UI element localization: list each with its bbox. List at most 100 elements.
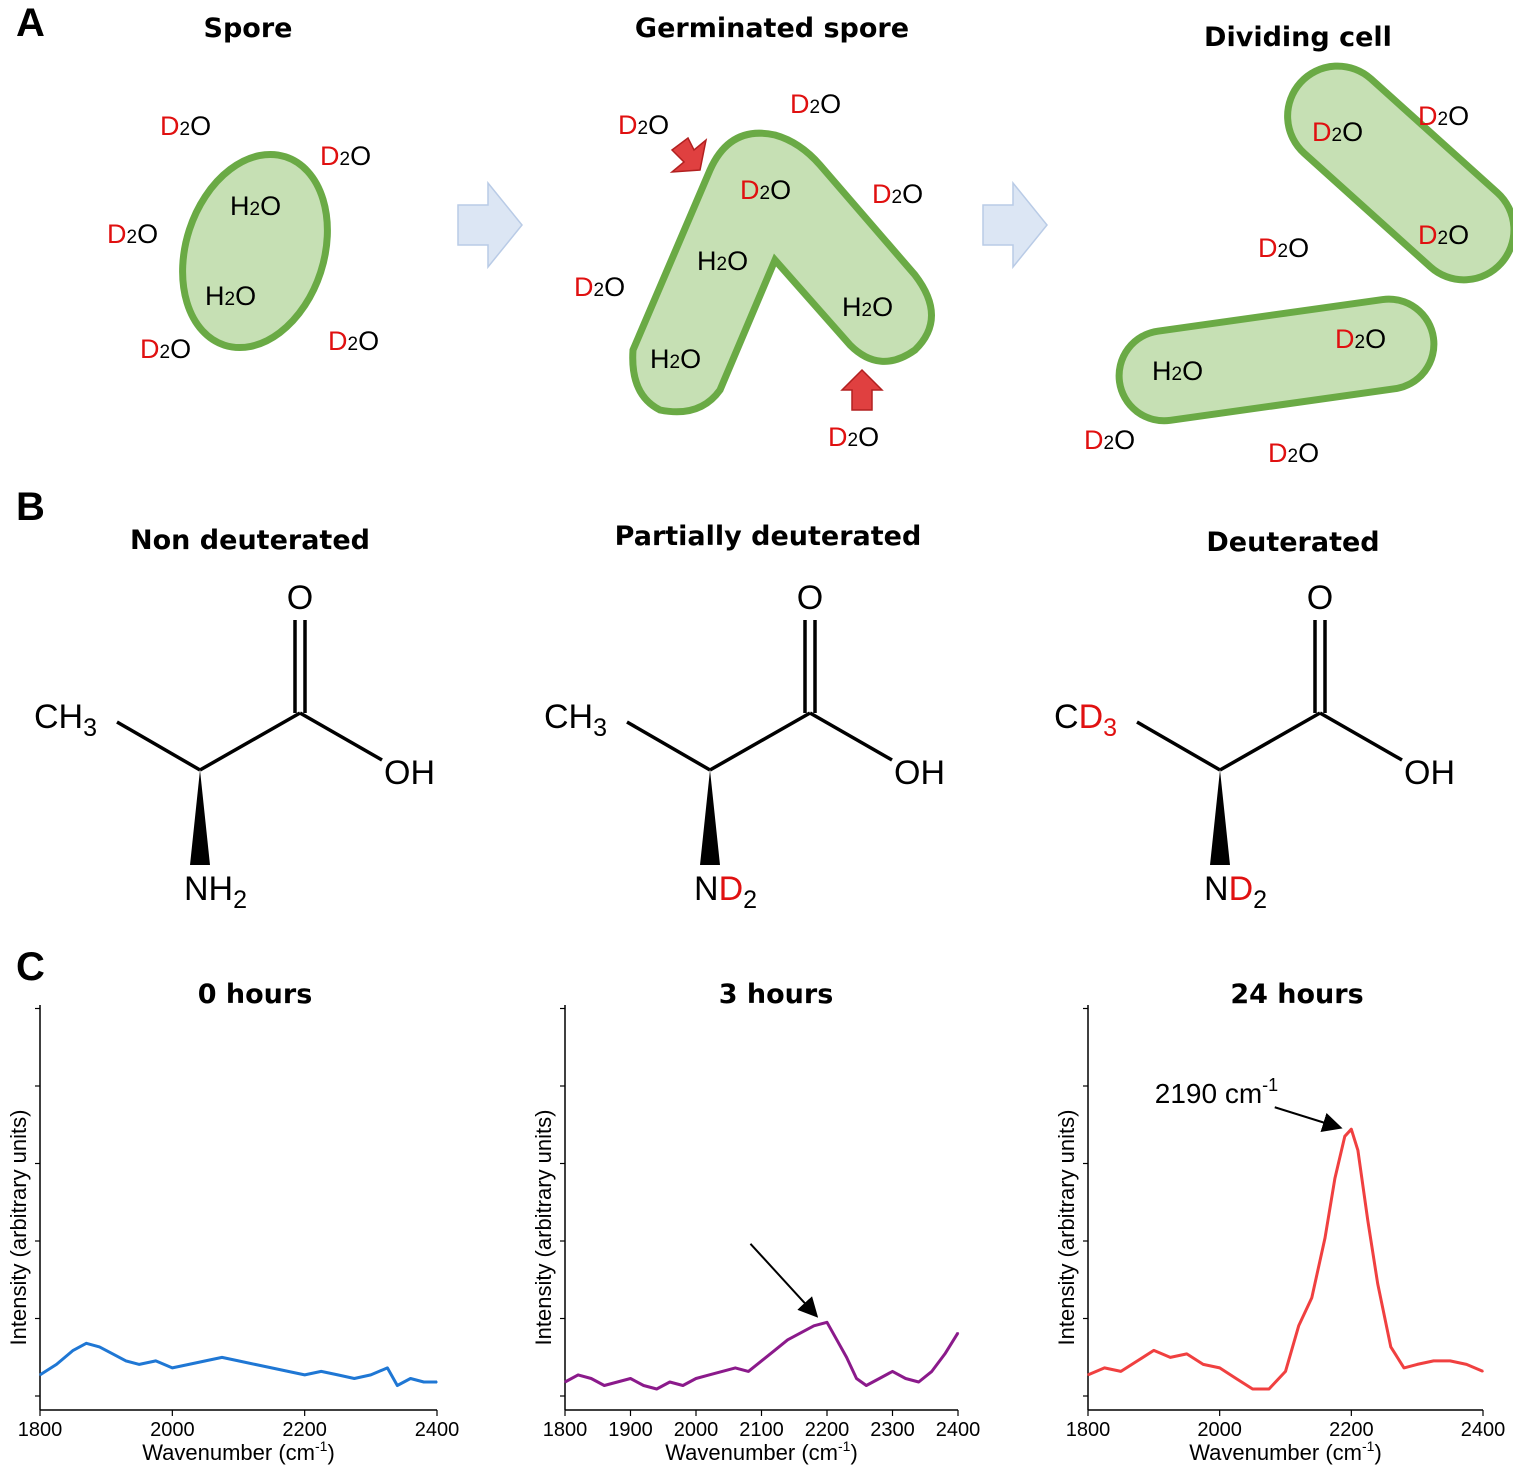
methyl-group-label: CH3 [544, 698, 607, 742]
data-point [1120, 1370, 1122, 1373]
d2o-label: D2O [1268, 438, 1319, 468]
data-point [396, 1384, 399, 1387]
carbonyl-oxygen-label: O [287, 579, 313, 617]
hydroxyl-label: OH [894, 754, 945, 792]
d2o-label: D2O [618, 110, 669, 140]
x-tick-label: 2200 [805, 1419, 850, 1441]
data-point [845, 1356, 848, 1359]
data-point [1218, 1367, 1221, 1369]
hydroxyl-label: OH [384, 754, 435, 792]
data-point [204, 1360, 207, 1362]
x-tick-label: 2100 [739, 1419, 784, 1441]
bond-carboxyl [709, 711, 811, 772]
title-deuterated: Deuterated [1206, 527, 1379, 558]
x-tick-label: 2300 [870, 1419, 915, 1441]
chart-title: 3 hours [719, 979, 834, 1010]
h2o-label: H2O [230, 191, 281, 221]
d2o-label: D2O [107, 219, 158, 249]
data-point [1202, 1363, 1204, 1366]
h2o-label: H2O [697, 246, 748, 276]
title-spore: Spore [204, 13, 293, 44]
spectrum-line [564, 1320, 960, 1391]
bond-methyl [1136, 720, 1221, 772]
data-point [747, 1370, 750, 1373]
arrow-spore-to-germinated-icon [457, 180, 523, 270]
data-point [708, 1374, 710, 1376]
data-point [760, 1360, 763, 1362]
x-axis-label: Wavenumber (cm-1) [142, 1438, 335, 1465]
d2o-label: D2O [140, 334, 191, 364]
data-point [386, 1367, 389, 1369]
methyl-group-label: CD3 [1054, 698, 1117, 742]
data-point [303, 1374, 306, 1376]
data-point [1449, 1360, 1451, 1362]
title-dividing-cell: Dividing cell [1204, 22, 1392, 53]
data-point [878, 1377, 881, 1380]
x-tick-label: 2200 [1329, 1419, 1374, 1441]
title-non-deuterated: Non deuterated [130, 525, 370, 556]
carbonyl-oxygen-label: O [1307, 579, 1333, 617]
data-point [786, 1339, 789, 1341]
data-point [39, 1374, 41, 1376]
bond-methyl [116, 720, 201, 772]
data-point [813, 1325, 815, 1327]
data-point [642, 1384, 645, 1387]
amine-group-label: ND2 [1204, 870, 1267, 914]
data-point [55, 1363, 58, 1366]
peak-annotation: 2190 cm-1 [1155, 1075, 1278, 1109]
d2o-label: D2O [740, 175, 791, 205]
x-tick-label: 2400 [1461, 1419, 1506, 1441]
bond-methyl [626, 720, 711, 772]
arrow-germinated-to-dividing-icon [982, 180, 1048, 270]
spore-cell [179, 150, 331, 352]
data-point [616, 1381, 619, 1383]
data-point [1482, 1370, 1484, 1373]
data-point [931, 1370, 933, 1373]
amine-group-label: ND2 [694, 870, 757, 914]
data-point [155, 1360, 157, 1362]
data-point [287, 1370, 289, 1373]
data-point [320, 1370, 323, 1373]
data-point [577, 1374, 579, 1376]
data-point [603, 1384, 606, 1387]
data-point [221, 1356, 223, 1359]
data-point [1311, 1296, 1313, 1299]
data-point [655, 1388, 658, 1390]
y-axis-label: Intensity (arbitrary units) [531, 1110, 556, 1346]
dividing-cell-lower [1115, 295, 1438, 425]
data-point [1235, 1377, 1237, 1380]
data-point [138, 1363, 141, 1366]
data-point [436, 1381, 438, 1383]
water-entry-arrow-lower-icon [840, 368, 884, 411]
data-point [800, 1332, 802, 1334]
data-point [773, 1349, 776, 1352]
data-point [590, 1377, 592, 1380]
h2o-label: H2O [650, 344, 701, 374]
title-germinated-spore: Germinated spore [635, 13, 909, 44]
data-point [1403, 1367, 1405, 1369]
germinated-spore-cell [629, 129, 935, 416]
data-point [112, 1353, 114, 1355]
data-point [72, 1349, 74, 1352]
data-point [1344, 1135, 1346, 1138]
wedge-bond [700, 770, 720, 865]
data-point [237, 1360, 240, 1362]
data-point [891, 1370, 894, 1373]
data-point [682, 1384, 684, 1387]
d2o-label: D2O [328, 326, 379, 356]
data-point [1334, 1177, 1336, 1180]
x-axis-label: Wavenumber (cm-1) [665, 1438, 858, 1465]
h2o-label: H2O [842, 292, 893, 322]
d2o-label: D2O [1418, 220, 1469, 250]
data-point [1357, 1149, 1359, 1152]
data-point [1153, 1349, 1155, 1352]
data-point [1186, 1353, 1188, 1355]
data-point [917, 1381, 920, 1383]
data-point [1297, 1325, 1300, 1327]
x-tick-label: 1800 [18, 1419, 63, 1441]
x-tick-label: 2000 [674, 1419, 719, 1441]
